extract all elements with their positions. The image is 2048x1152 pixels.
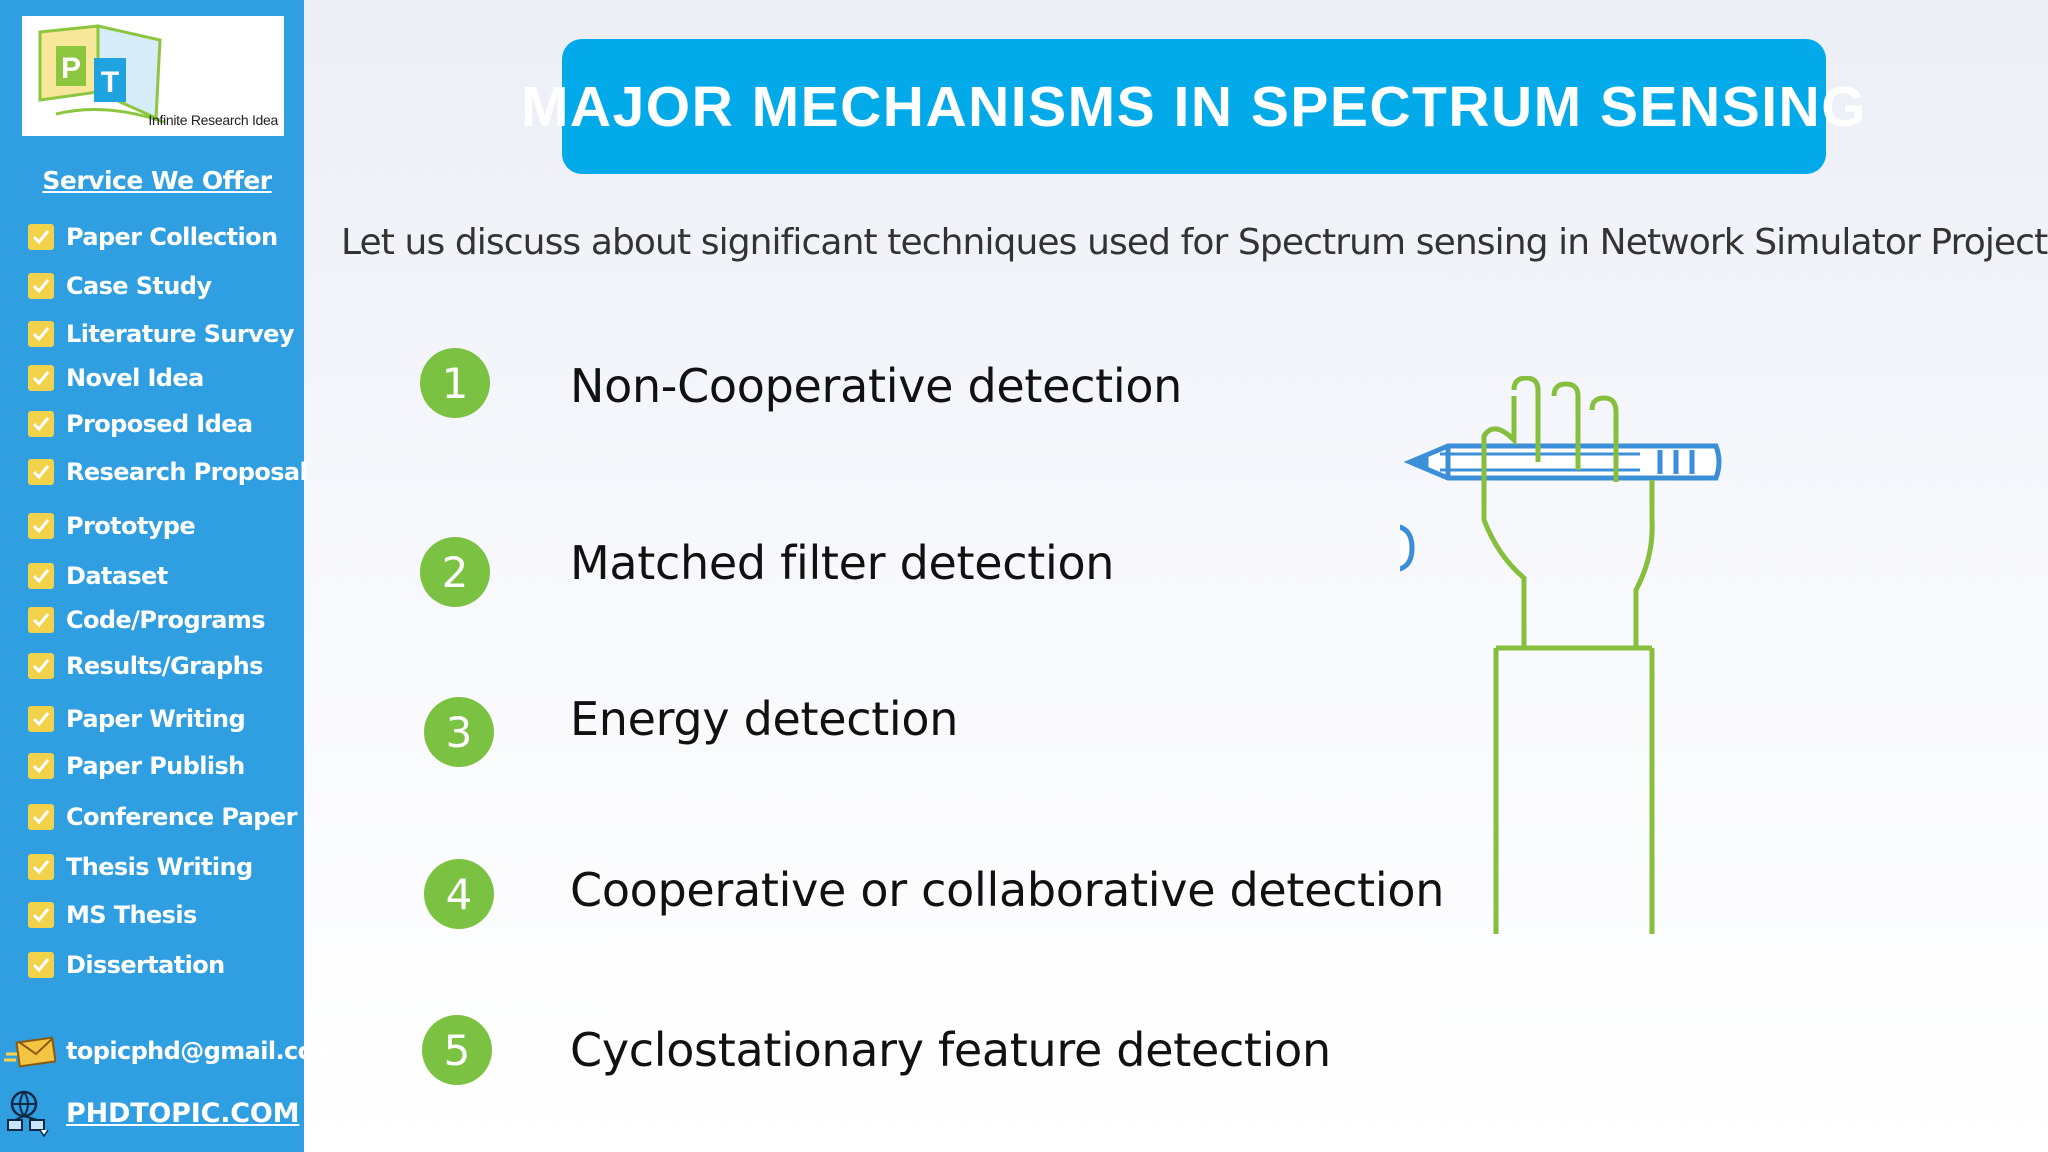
check-icon (28, 653, 54, 679)
check-icon (28, 321, 54, 347)
service-item-conference-paper[interactable]: Conference Paper (28, 800, 297, 834)
service-item-results-graphs[interactable]: Results/Graphs (28, 649, 263, 683)
page-title: MAJOR MECHANISMS IN SPECTRUM SENSING (520, 74, 1868, 139)
service-label: Literature Survey (66, 320, 295, 348)
point-text-3: Energy detection (570, 692, 959, 746)
document-globe-icon (1400, 524, 1415, 572)
check-icon (28, 804, 54, 830)
service-item-paper-publish[interactable]: Paper Publish (28, 749, 245, 783)
check-icon (28, 563, 54, 589)
service-label: Proposed Idea (66, 410, 253, 438)
check-icon (28, 365, 54, 391)
logo-mark-icon: P T (38, 24, 165, 124)
intro-text: Let us discuss about significant techniq… (341, 222, 2048, 263)
service-label: Research Proposal (66, 458, 308, 486)
check-icon (28, 411, 54, 437)
service-item-paper-collection[interactable]: Paper Collection (28, 220, 278, 254)
logo[interactable]: P T Infinite Research Idea (22, 16, 284, 136)
service-item-paper-writing[interactable]: Paper Writing (28, 702, 246, 736)
service-label: Paper Collection (66, 223, 278, 251)
hand-holding-pencil-icon (1481, 376, 1655, 934)
contact-email-row[interactable]: topicphd@gmail.com (4, 1034, 339, 1068)
service-label: Paper Publish (66, 752, 245, 780)
contact-website-row[interactable]: PHDTOPIC.COM (4, 1088, 300, 1138)
check-icon (28, 224, 54, 250)
website-link[interactable]: PHDTOPIC.COM (66, 1097, 300, 1129)
service-label: Results/Graphs (66, 652, 263, 680)
point-text-1: Non-Cooperative detection (570, 359, 1183, 413)
envelope-icon (4, 1036, 56, 1068)
service-label: Paper Writing (66, 705, 246, 733)
service-label: Dataset (66, 562, 168, 590)
logo-letter-t: T (101, 66, 119, 99)
service-item-ms-thesis[interactable]: MS Thesis (28, 898, 197, 932)
check-icon (28, 753, 54, 779)
logo-letter-p: P (61, 52, 81, 85)
title-banner: MAJOR MECHANISMS IN SPECTRUM SENSING (521, 39, 1866, 174)
service-item-research-proposal[interactable]: Research Proposal (28, 455, 308, 489)
service-item-literature-survey[interactable]: Literature Survey (28, 317, 295, 351)
point-text-4: Cooperative or collaborative detection (570, 863, 1445, 917)
service-label: Conference Paper (66, 803, 297, 831)
check-icon (28, 273, 54, 299)
logo-tagline: Infinite Research Idea (148, 112, 278, 128)
point-number-5: 5 (422, 1015, 492, 1085)
illustration (1400, 376, 1722, 934)
service-label: Dissertation (66, 951, 225, 979)
service-label: Novel Idea (66, 364, 204, 392)
service-item-code-programs[interactable]: Code/Programs (28, 603, 266, 637)
service-item-prototype[interactable]: Prototype (28, 509, 196, 543)
service-label: MS Thesis (66, 901, 197, 929)
service-item-novel-idea[interactable]: Novel Idea (28, 361, 204, 395)
service-label: Thesis Writing (66, 853, 253, 881)
service-label: Code/Programs (66, 606, 266, 634)
contact-email[interactable]: topicphd@gmail.com (66, 1037, 339, 1065)
service-item-proposed-idea[interactable]: Proposed Idea (28, 407, 253, 441)
service-item-dataset[interactable]: Dataset (28, 559, 168, 593)
check-icon (28, 607, 54, 633)
service-item-dissertation[interactable]: Dissertation (28, 948, 225, 982)
point-number-3: 3 (424, 697, 494, 767)
point-text-2: Matched filter detection (570, 536, 1115, 590)
point-text-5: Cyclostationary feature detection (570, 1023, 1331, 1077)
check-icon (28, 513, 54, 539)
service-label: Prototype (66, 512, 196, 540)
check-icon (28, 952, 54, 978)
point-number-4: 4 (424, 859, 494, 929)
point-number-2: 2 (420, 537, 490, 607)
service-item-thesis-writing[interactable]: Thesis Writing (28, 850, 253, 884)
point-number-1: 1 (420, 348, 490, 418)
sidebar: P T Infinite Research Idea Service We Of… (0, 0, 339, 1152)
globe-network-icon (7, 1090, 49, 1138)
pencil-icon (1403, 443, 1722, 481)
check-icon (28, 854, 54, 880)
check-icon (28, 459, 54, 485)
check-icon (28, 706, 54, 732)
check-icon (28, 902, 54, 928)
services-heading[interactable]: Service We Offer (42, 166, 272, 195)
service-item-case-study[interactable]: Case Study (28, 269, 212, 303)
service-label: Case Study (66, 272, 212, 300)
